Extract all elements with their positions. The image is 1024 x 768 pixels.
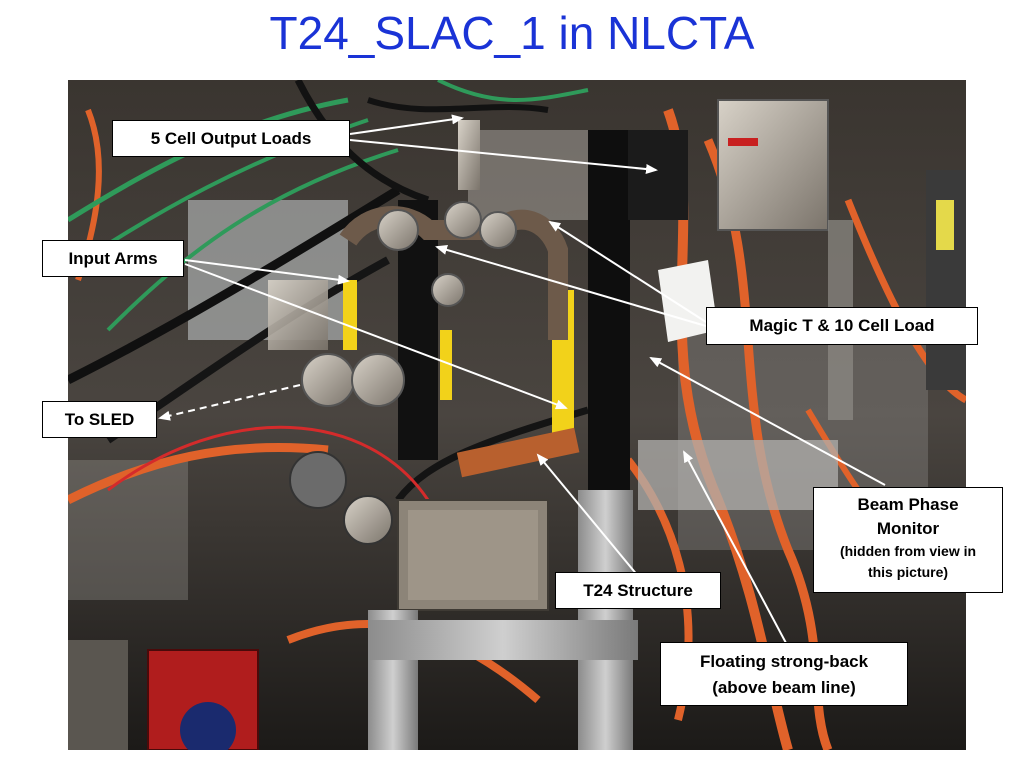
arrow-magic-t-lower bbox=[435, 245, 707, 327]
callout-beam-phase-sub1: (hidden from view in bbox=[839, 543, 977, 559]
arrow-input-arms-lower bbox=[184, 263, 568, 410]
callout-magic-t: Magic T & 10 Cell Load bbox=[706, 307, 978, 345]
arrow-five-cell-upper bbox=[349, 114, 464, 135]
callout-to-sled: To SLED bbox=[42, 401, 157, 438]
callout-input-arms-text: Input Arms bbox=[68, 249, 158, 268]
arrow-magic-t-upper bbox=[548, 220, 707, 323]
arrow-t24 bbox=[536, 453, 639, 577]
callout-input-arms: Input Arms bbox=[42, 240, 184, 277]
callout-five-cell-text: 5 Cell Output Loads bbox=[150, 129, 312, 148]
slide-title: T24_SLAC_1 in NLCTA bbox=[269, 7, 755, 59]
callout-strongback-line2: (above beam line) bbox=[712, 678, 856, 697]
callout-t24-structure: T24 Structure bbox=[555, 572, 721, 609]
callout-beam-phase-sub2: this picture) bbox=[867, 564, 949, 580]
callout-beam-phase-line2: Monitor bbox=[876, 519, 940, 538]
callout-magic-t-text: Magic T & 10 Cell Load bbox=[749, 316, 935, 335]
callout-to-sled-text: To SLED bbox=[64, 410, 135, 429]
callout-floating-strong-back: Floating strong-back (above beam line) bbox=[660, 642, 908, 706]
callout-strongback-line1: Floating strong-back bbox=[699, 652, 869, 671]
arrow-to-sled bbox=[158, 384, 301, 421]
callout-beam-phase-monitor: Beam Phase Monitor (hidden from view in … bbox=[813, 487, 1003, 593]
callout-beam-phase-line1: Beam Phase bbox=[857, 495, 959, 514]
arrow-input-arms-upper bbox=[184, 259, 350, 285]
arrow-strongback bbox=[683, 450, 787, 644]
arrow-beam-phase bbox=[649, 357, 886, 486]
callout-t24-text: T24 Structure bbox=[583, 581, 693, 600]
arrow-five-cell-lower bbox=[349, 139, 658, 175]
callout-five-cell-output-loads: 5 Cell Output Loads bbox=[112, 120, 350, 157]
